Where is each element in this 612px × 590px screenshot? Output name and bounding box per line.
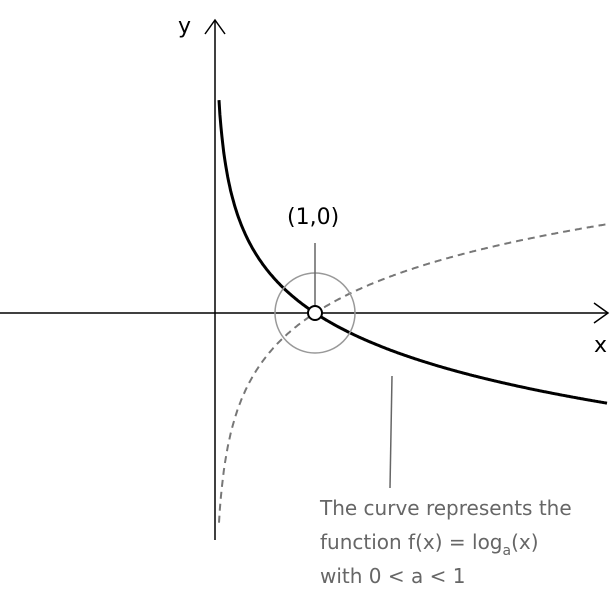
log-curve — [217, 100, 608, 405]
point-1-0 — [307, 305, 323, 321]
y-axis-arrow — [204, 18, 226, 35]
annotation-line-2: function f(x) = loga(x) — [320, 530, 539, 559]
annotation-leader-line — [389, 375, 393, 489]
axes: y x — [0, 14, 610, 540]
point-label: (1,0) — [287, 205, 339, 230]
y-axis-label: y — [178, 14, 191, 39]
x-axis-label: x — [594, 333, 607, 358]
annotation-line-3: with 0 < a < 1 — [320, 564, 465, 588]
annotation-line-1: The curve represents the — [319, 496, 572, 520]
x-axis-arrow — [593, 302, 610, 324]
reciprocal-base-curve-dashed — [218, 223, 608, 523]
